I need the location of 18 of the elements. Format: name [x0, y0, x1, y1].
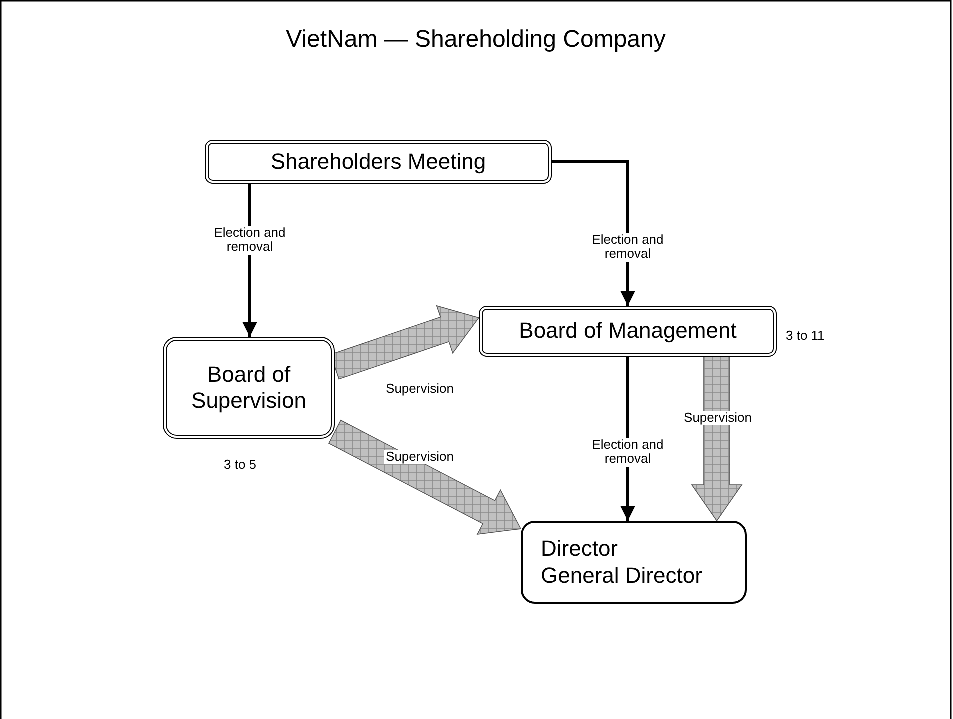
- org-box: [205, 140, 552, 184]
- role-text: Board of Supervision: [190, 362, 308, 414]
- member-count: 3 to 5: [224, 457, 257, 472]
- org-box: [521, 521, 747, 604]
- role-text: Shareholders Meeting: [270, 148, 486, 176]
- block-arrow: [691, 356, 743, 522]
- role-text: Director: [541, 536, 618, 562]
- org-box: [163, 337, 335, 439]
- edge-label: Supervision: [682, 411, 754, 426]
- role-text: General Director: [541, 562, 702, 589]
- edge-label: Supervision: [384, 450, 456, 464]
- org-box: [479, 306, 777, 357]
- arrow: [552, 160, 636, 306]
- edge-label: Supervision: [384, 382, 456, 396]
- block-arrow: [328, 420, 522, 536]
- role-text: Board of Management: [519, 318, 737, 345]
- member-count: 3 to 11: [786, 328, 825, 343]
- diagram-title: VietNam — Shareholding Company: [286, 26, 666, 54]
